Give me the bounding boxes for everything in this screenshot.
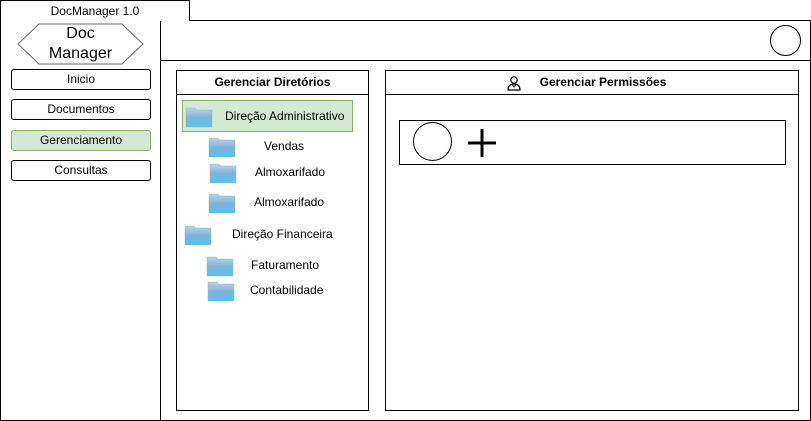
folder-icon	[209, 163, 237, 184]
folder-icon	[208, 193, 236, 214]
tree-item-almoxarifado-1[interactable]: Almoxarifado	[209, 157, 325, 187]
tree-item-direcao-financeira[interactable]: Direção Financeira	[184, 219, 333, 249]
user-icon	[507, 75, 521, 91]
tree-item-contabilidade[interactable]: Contabilidade	[207, 275, 323, 305]
logo: Doc Manager	[17, 23, 144, 65]
tree-item-label: Almoxarifado	[254, 195, 325, 209]
tree-item-vendas[interactable]: Vendas	[208, 131, 304, 161]
nav-documentos-button[interactable]: Documentos	[11, 99, 151, 120]
tree-item-direcao-administrativo[interactable]: Direção Administrativo	[185, 101, 344, 131]
nav-gerenciamento-button[interactable]: Gerenciamento	[11, 130, 151, 151]
logo-text-line1: Doc	[66, 25, 95, 42]
folder-icon	[208, 137, 236, 158]
nav-inicio-button[interactable]: Inicio	[11, 69, 151, 90]
avatar[interactable]	[770, 25, 801, 56]
app-title-tab: DocManager 1.0	[0, 0, 190, 21]
directories-panel-title: Gerenciar Diretórios	[177, 71, 368, 95]
folder-icon	[206, 256, 234, 277]
tree-item-label: Vendas	[264, 139, 305, 153]
tree-item-label: Direção Administrativo	[225, 109, 345, 123]
sidebar	[0, 20, 161, 421]
plus-icon[interactable]	[466, 127, 498, 159]
permissions-panel-header: Gerenciar Permissões	[386, 71, 798, 95]
permissions-panel-title: Gerenciar Permissões	[539, 75, 667, 89]
folder-icon	[184, 225, 212, 246]
tree-item-label: Almoxarifado	[255, 165, 326, 179]
permission-entry	[399, 120, 786, 165]
tree-item-almoxarifado-2[interactable]: Almoxarifado	[208, 187, 324, 217]
tree-item-label: Contabilidade	[250, 283, 324, 297]
permissions-panel: Gerenciar Permissões	[385, 70, 799, 411]
folder-icon	[185, 107, 213, 128]
permission-avatar[interactable]	[413, 122, 452, 161]
nav-consultas-button[interactable]: Consultas	[11, 160, 151, 181]
logo-text-line2: Manager	[48, 45, 113, 62]
tree-item-label: Faturamento	[251, 258, 320, 272]
folder-icon	[207, 281, 235, 302]
tree-item-faturamento[interactable]: Faturamento	[206, 250, 319, 280]
top-bar	[160, 20, 811, 61]
tree-item-label: Direção Financeira	[232, 227, 333, 241]
